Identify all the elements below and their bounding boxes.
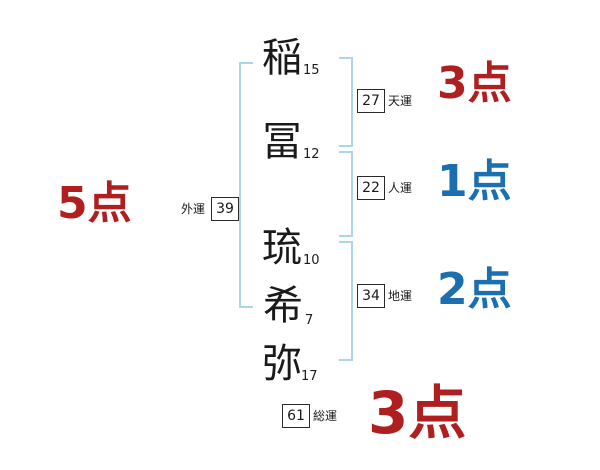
ten-bracket-line [351,57,353,147]
ten-value-box: 27 [357,89,385,113]
ten-bracket-bottom-arm [339,145,353,147]
sou-label: 総運 [313,409,338,423]
ten-bracket-top-arm [339,57,353,59]
chi-bracket-line [351,241,353,361]
name-char-4: 希 [263,283,303,329]
name-char-5: 弥 [262,341,302,387]
chi-value-box: 34 [357,284,385,308]
outer-bracket-line [239,62,241,308]
gai-score: 5点 [57,178,132,229]
outer-bracket-bottom-arm [239,306,253,308]
chi-label: 地運 [388,289,413,303]
jin-bracket-top-arm [339,151,353,153]
sou-value-box: 61 [282,404,310,428]
name-char-3: 琉 [262,225,302,271]
jin-value-box: 22 [357,176,385,200]
chi-bracket-top-arm [339,241,353,243]
stroke-count-5: 17 [301,369,318,384]
jin-bracket-bottom-arm [339,235,353,237]
stroke-count-1: 15 [303,63,320,78]
stroke-count-2: 12 [303,147,320,162]
sou-score: 3点 [368,379,467,447]
gai-label: 外運 [181,202,206,216]
name-char-1: 稲 [262,35,302,81]
ten-label: 天運 [388,94,413,108]
chi-bracket-bottom-arm [339,359,353,361]
jin-label: 人運 [388,181,413,195]
stroke-count-3: 10 [303,253,320,268]
gai-value-box: 39 [211,197,239,221]
chi-score: 2点 [437,264,512,315]
ten-score: 3点 [437,58,512,109]
name-char-2: 冨 [262,119,302,165]
jin-bracket-line [351,151,353,237]
outer-bracket-top-arm [239,62,253,64]
jin-score: 1点 [437,156,512,207]
stroke-count-4: 7 [305,313,314,328]
